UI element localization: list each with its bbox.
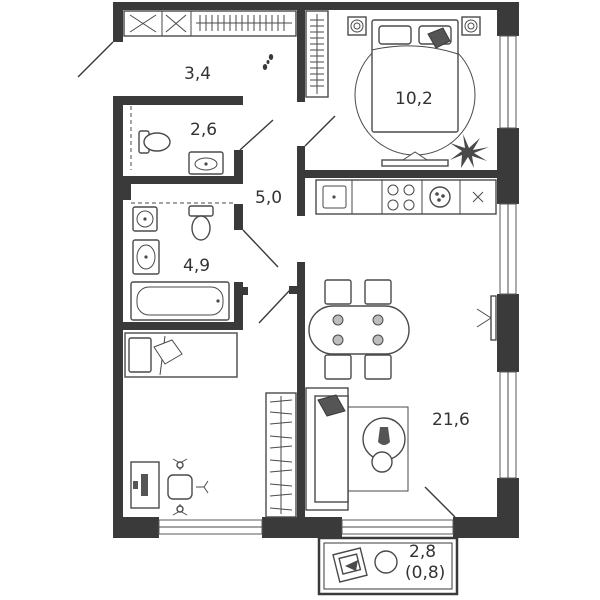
wardrobe-living: [265, 392, 297, 518]
desk: [130, 461, 160, 509]
kitchen-sink: [322, 185, 347, 209]
wall-bottom-right: [453, 517, 519, 538]
living-rug: [347, 406, 409, 492]
wall-bath-right-top: [234, 204, 243, 230]
wall-living-left: [297, 262, 305, 537]
area-label-bedroom: 10,2: [395, 89, 433, 109]
door-wc: [239, 119, 274, 151]
toilet-bathroom: [188, 205, 214, 241]
door-balcony: [424, 486, 456, 518]
wall-bottom-left: [113, 517, 159, 538]
wall-right-1: [497, 2, 519, 36]
sink-wc: [188, 151, 224, 175]
door-bedroom: [304, 115, 336, 147]
bedroom-wardrobe: [305, 10, 329, 98]
wall-pier-bath: [240, 287, 248, 295]
sink-bathroom-2: [132, 239, 160, 275]
wall-bath-bottom: [123, 322, 243, 330]
tv-living: [476, 295, 497, 341]
door-entrance: [77, 41, 114, 78]
area-label-bathroom: 4,9: [183, 256, 210, 276]
wall-shaft: [123, 184, 131, 200]
wall-bedroom-kitchen: [297, 170, 497, 178]
balcony-table: [374, 550, 398, 574]
area-label-kitchen-living: 21,6: [432, 410, 470, 430]
area-label-balcony-reduced: (0,8): [405, 563, 445, 583]
desk-chair: [167, 458, 209, 516]
sofa: [305, 387, 349, 511]
toilet-wc: [138, 130, 171, 154]
cooktop: [387, 184, 415, 211]
wall-wc-bath: [113, 176, 243, 184]
tv-stand: [381, 151, 449, 167]
balcony-inner-rail: [323, 542, 453, 590]
double-bed: [347, 16, 481, 156]
wall-right-3: [497, 294, 519, 372]
bathtub: [130, 281, 230, 321]
wall-hall-left-top: [113, 2, 123, 42]
wall-wc-right: [234, 150, 243, 176]
balcony: [317, 536, 459, 596]
fridge-icon: [472, 191, 484, 203]
plant-icon: [450, 134, 489, 168]
wall-right-2: [497, 128, 519, 204]
area-label-corridor: 5,0: [255, 188, 282, 208]
windows: [158, 35, 517, 535]
wall-top-bedroom: [297, 2, 497, 10]
walls: [113, 2, 519, 538]
coffee-table: [362, 417, 406, 473]
footprints-icon: [262, 54, 274, 70]
door-bathroom: [242, 229, 279, 268]
area-label-balcony: 2,8: [409, 542, 436, 562]
area-label-hall: 3,4: [184, 64, 211, 84]
wall-left: [113, 96, 123, 538]
door-swings: [77, 41, 456, 518]
door-living: [258, 289, 291, 324]
area-label-wc: 2,6: [190, 120, 217, 140]
wall-bath-right-bottom: [234, 282, 243, 328]
dining-set: [308, 279, 410, 380]
wall-hall-bedroom: [297, 2, 305, 102]
wall-wc-top: [113, 96, 243, 105]
fruit-bowl-icon: [429, 186, 451, 208]
single-bed: [124, 332, 238, 378]
wall-bedroom-left-lower: [297, 146, 305, 216]
hall-wardrobe: [123, 10, 297, 37]
wall-top-hall: [113, 2, 300, 10]
sink-bathroom-1: [132, 206, 158, 232]
balcony-chair: [332, 547, 368, 583]
wall-pier-living: [289, 286, 299, 294]
